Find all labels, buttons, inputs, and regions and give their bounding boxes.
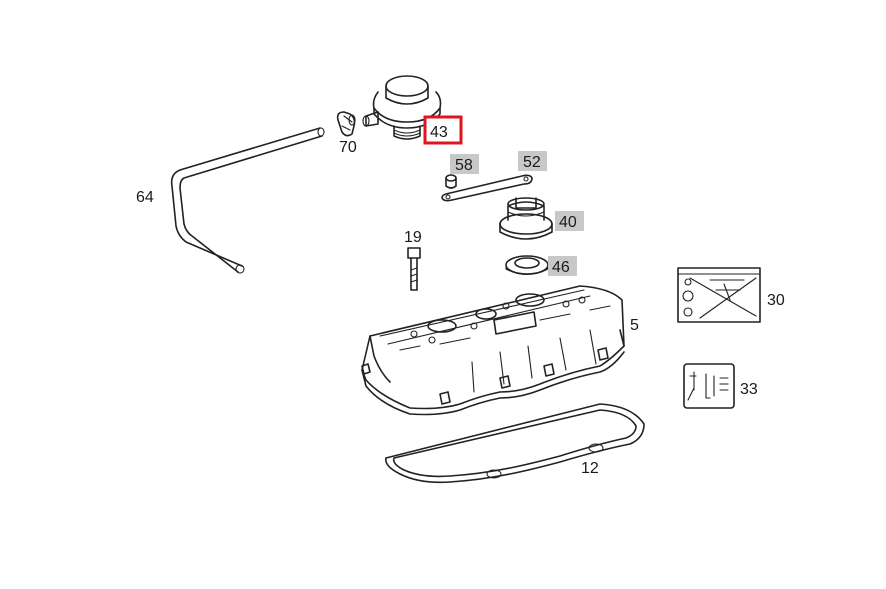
part-label-58[interactable]: 58 bbox=[455, 157, 473, 174]
part-label-12[interactable]: 12 bbox=[581, 460, 599, 477]
part-label-30[interactable]: 30 bbox=[767, 292, 785, 309]
part-label-33[interactable]: 33 bbox=[740, 381, 758, 398]
filler-cap-40[interactable] bbox=[499, 197, 553, 240]
label-highlight-40 bbox=[555, 211, 584, 231]
bracket-52[interactable] bbox=[441, 174, 533, 202]
label-plate-33[interactable] bbox=[683, 363, 735, 409]
cylinder-head-cover-5[interactable] bbox=[361, 285, 625, 416]
part-label-46[interactable]: 46 bbox=[552, 259, 570, 276]
part-label-70[interactable]: 70 bbox=[339, 139, 357, 156]
label-highlight-52 bbox=[518, 151, 547, 171]
elbow-fitting-70[interactable] bbox=[336, 111, 356, 137]
label-highlight-58 bbox=[450, 154, 479, 174]
part-label-52[interactable]: 52 bbox=[523, 154, 541, 171]
part-label-43[interactable]: 43 bbox=[430, 124, 448, 141]
part-label-5[interactable]: 5 bbox=[630, 317, 639, 334]
label-highlight-46 bbox=[548, 256, 577, 276]
plug-58[interactable] bbox=[445, 174, 457, 189]
bolt-19[interactable] bbox=[407, 247, 421, 291]
gasket-12[interactable] bbox=[384, 403, 645, 484]
label-plate-30[interactable] bbox=[677, 267, 761, 323]
part-label-19[interactable]: 19 bbox=[404, 229, 422, 246]
part-label-64[interactable]: 64 bbox=[136, 189, 154, 206]
hose-64[interactable] bbox=[170, 127, 325, 274]
seal-ring-46[interactable] bbox=[505, 255, 549, 276]
part-label-40[interactable]: 40 bbox=[559, 214, 577, 231]
selected-label-box-43 bbox=[423, 115, 463, 145]
